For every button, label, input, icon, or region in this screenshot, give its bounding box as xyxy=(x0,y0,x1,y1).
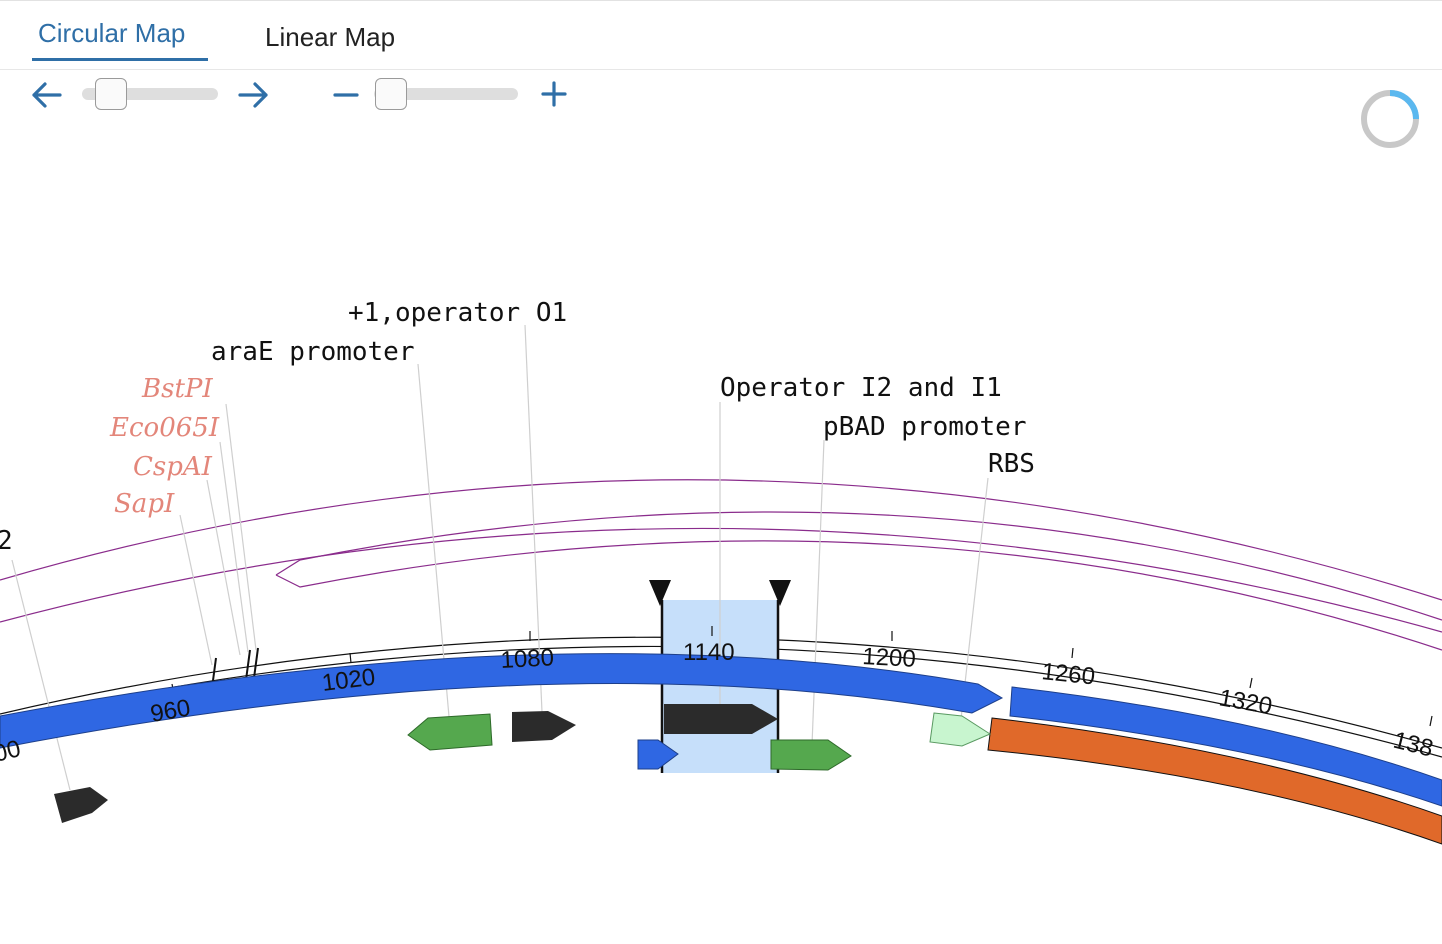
selection-end-marker[interactable] xyxy=(769,580,791,606)
tick-label: 138 xyxy=(1391,727,1436,763)
tick-label: 1140 xyxy=(683,639,735,666)
selection-start-marker[interactable] xyxy=(649,580,671,606)
feature-green-forward[interactable] xyxy=(770,739,852,771)
tick-label: 1080 xyxy=(500,644,555,674)
annotation-label-pbad-promoter[interactable]: pBAD promoter xyxy=(823,412,1027,442)
zoom-slider-track[interactable] xyxy=(374,88,518,100)
feature-blue-small[interactable] xyxy=(637,739,679,770)
feature-rbs[interactable] xyxy=(929,712,992,747)
minus-icon[interactable] xyxy=(332,82,360,108)
loading-spinner-icon xyxy=(1361,90,1419,148)
enzyme-label-eco065i[interactable]: Eco065I xyxy=(109,413,220,443)
enzyme-label-bstpi[interactable]: BstPI xyxy=(141,374,213,404)
feature-black-1[interactable] xyxy=(512,711,576,742)
annotation-label-arae-promoter[interactable]: araE promoter xyxy=(211,337,415,367)
feature-black-selected[interactable] xyxy=(664,704,778,734)
tick-label: 1020 xyxy=(320,664,376,697)
annotation-label-rbs[interactable]: RBS xyxy=(988,449,1035,479)
feature-orange[interactable] xyxy=(987,717,1442,845)
window-top-border xyxy=(0,0,1442,1)
arrow-right-icon[interactable] xyxy=(238,80,270,110)
feature-green-reverse[interactable] xyxy=(407,713,493,751)
tick-label: 1200 xyxy=(862,643,917,673)
plus-icon[interactable] xyxy=(540,80,568,108)
tab-linear-map[interactable]: Linear Map xyxy=(265,22,396,52)
tick-marks xyxy=(171,626,1433,727)
tab-circular-map[interactable]: Circular Map xyxy=(38,18,186,48)
zoom-slider-thumb[interactable] xyxy=(375,78,407,110)
tick-label: 960 xyxy=(148,694,192,728)
annotation-label-partial[interactable]: 2 xyxy=(0,526,13,556)
enzyme-label-cspai[interactable]: CspAI xyxy=(133,452,213,482)
feature-black-left[interactable] xyxy=(54,787,108,823)
tick-label: 1320 xyxy=(1217,684,1274,720)
rotation-slider-thumb[interactable] xyxy=(95,78,127,110)
arrow-left-icon[interactable] xyxy=(30,80,62,110)
tick-label: 00 xyxy=(0,735,23,768)
annotation-label-operator-o1[interactable]: +1,operator O1 xyxy=(348,298,567,328)
active-tab-indicator xyxy=(32,58,208,61)
enzyme-label-sapi[interactable]: SapI xyxy=(114,489,175,519)
tick-label: 1260 xyxy=(1040,658,1096,690)
feature-blue-main[interactable] xyxy=(0,653,1004,749)
view-tabs: Circular Map Linear Map xyxy=(0,0,1442,70)
annotation-label-operator-i2-i1[interactable]: Operator I2 and I1 xyxy=(720,373,1002,403)
feature-blue-right[interactable] xyxy=(1009,686,1442,807)
